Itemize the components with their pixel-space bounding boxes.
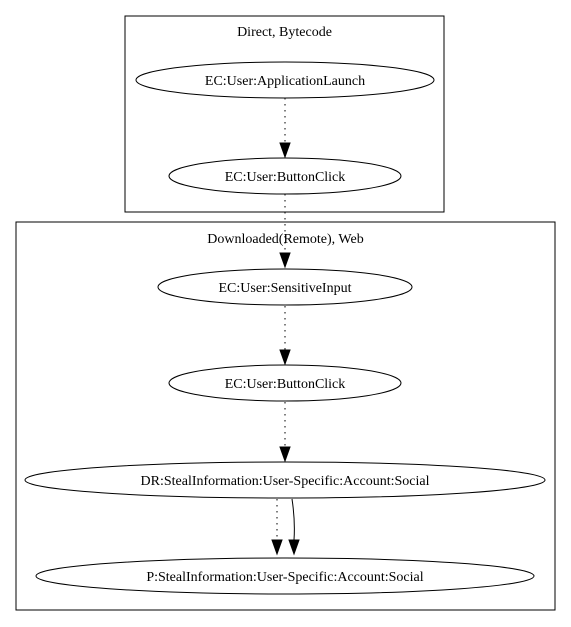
edge-n5-n6-dotted — [271, 499, 283, 556]
cluster-box — [15, 221, 556, 611]
node-label: EC:User:SensitiveInput — [219, 281, 352, 296]
node-label: DR:StealInformation:User-Specific:Accoun… — [141, 474, 430, 489]
node-sensitive-input[interactable]: EC:User:SensitiveInput — [157, 268, 413, 306]
edges — [271, 98, 300, 556]
node-button-click-bytecode[interactable]: EC:User:ButtonClick — [168, 157, 402, 195]
node-dr-steal-information[interactable]: DR:StealInformation:User-Specific:Accoun… — [24, 461, 546, 499]
node-label: EC:User:ApplicationLaunch — [205, 74, 365, 89]
nodes: EC:User:ApplicationLaunch EC:User:Button… — [24, 61, 546, 595]
node-label: P:StealInformation:User-Specific:Account… — [146, 570, 423, 585]
cluster-label: Downloaded(Remote), Web — [207, 232, 363, 247]
node-p-steal-information[interactable]: P:StealInformation:User-Specific:Account… — [35, 557, 535, 595]
edge-n2-n3 — [279, 194, 291, 269]
cluster-downloaded-remote-web: Downloaded(Remote), Web — [15, 221, 556, 611]
edge-n3-n4 — [279, 306, 291, 366]
node-label: EC:User:ButtonClick — [225, 377, 346, 392]
node-application-launch[interactable]: EC:User:ApplicationLaunch — [135, 61, 435, 99]
node-label: EC:User:ButtonClick — [225, 170, 346, 185]
edge-n5-n6-solid — [288, 498, 300, 556]
node-button-click-web[interactable]: EC:User:ButtonClick — [168, 364, 402, 402]
edge-n4-n5 — [279, 402, 291, 463]
edge-n1-n2 — [279, 98, 291, 159]
cluster-label: Direct, Bytecode — [237, 25, 332, 40]
